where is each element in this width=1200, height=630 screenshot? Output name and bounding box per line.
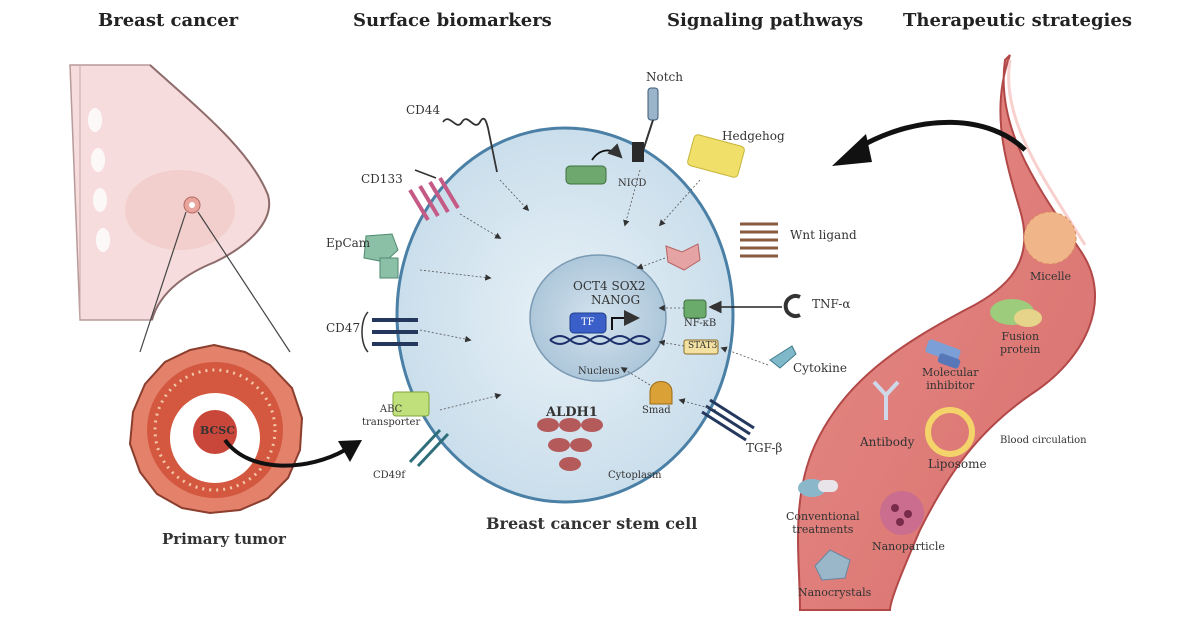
nucleus-factors-line2: NANOG bbox=[591, 293, 641, 307]
liposome-label: Liposome bbox=[928, 457, 987, 471]
cytokine-label: Cytokine bbox=[793, 361, 847, 375]
nanoparticle-label: Nanoparticle bbox=[872, 540, 945, 553]
stat3-label: STAT3 bbox=[688, 341, 718, 351]
cytokine-icon bbox=[769, 345, 797, 369]
notch-label: Notch bbox=[646, 70, 683, 84]
tgf-receptor bbox=[701, 398, 755, 442]
header-surface-biomarkers: Surface biomarkers bbox=[353, 10, 552, 31]
cd49f-receptor bbox=[408, 428, 450, 468]
micelle-icon bbox=[1023, 211, 1077, 265]
molecular-line1: Molecular bbox=[922, 366, 979, 379]
header-signaling-pathways: Signaling pathways bbox=[667, 10, 864, 31]
abc-transporter bbox=[392, 391, 430, 417]
wnt-label: Wnt ligand bbox=[790, 228, 857, 242]
conv-line1: Conventional bbox=[786, 510, 860, 523]
cd44-receptor bbox=[442, 117, 498, 173]
hedgehog-ligand bbox=[687, 134, 745, 178]
cd133-label: CD133 bbox=[361, 172, 403, 186]
nanocrystals-icon bbox=[814, 549, 851, 581]
cytoplasm-label: Cytoplasm bbox=[608, 470, 662, 481]
nicd-icon bbox=[565, 143, 623, 185]
fusion-line1: Fusion bbox=[1001, 330, 1040, 343]
nanoparticle-icon bbox=[880, 491, 924, 535]
aldh1-icons bbox=[537, 418, 603, 471]
notch-receptor bbox=[632, 87, 659, 162]
epcam-receptor bbox=[363, 233, 399, 279]
tf-box bbox=[569, 312, 607, 334]
cd133-receptor bbox=[408, 169, 460, 222]
cd47-receptor bbox=[361, 311, 418, 353]
tgf-label: TGF-β bbox=[746, 441, 783, 455]
cd47-label: CD47 bbox=[326, 321, 361, 335]
nanocrystals-label: Nanocrystals bbox=[798, 586, 872, 599]
blood-circulation-label: Blood circulation bbox=[1000, 435, 1087, 446]
header-breast-cancer: Breast cancer bbox=[98, 10, 239, 31]
therapy-to-cell-arrow bbox=[856, 119, 1027, 152]
primary-tumor-caption: Primary tumor bbox=[162, 530, 286, 548]
stat3-icon bbox=[683, 339, 719, 355]
nucleus-factors-line1: OCT4 SOX2 bbox=[573, 279, 646, 293]
nucleus-label: Nucleus bbox=[578, 366, 620, 377]
nfkb-icon bbox=[683, 299, 707, 319]
molecular-inhibitor-label: Molecular inhibitor bbox=[922, 366, 979, 392]
tumor-to-cell-arrow bbox=[223, 438, 346, 468]
tnf-receptor bbox=[783, 294, 801, 318]
abc-line2: transporter bbox=[362, 417, 421, 428]
molecular-line2: inhibitor bbox=[926, 379, 975, 392]
cd49f-label: CD49f bbox=[373, 470, 406, 481]
nicd-label: NICD bbox=[618, 178, 647, 189]
tnf-label: TNF-α bbox=[812, 297, 851, 311]
stem-cell-caption: Breast cancer stem cell bbox=[486, 514, 698, 533]
dna-helix bbox=[549, 335, 651, 345]
antibody-icon bbox=[872, 380, 900, 420]
breast-illustration bbox=[69, 64, 291, 353]
fusion-protein-icon bbox=[990, 299, 1042, 327]
conventional-treatments-label: Conventional treatments bbox=[786, 510, 860, 536]
smad-label: Smad bbox=[642, 405, 671, 416]
nfkb-label: NF-κB bbox=[684, 318, 717, 329]
abc-transporter-label: ABC transporter bbox=[362, 403, 420, 429]
hedgehog-label: Hedgehog bbox=[722, 129, 785, 143]
conventional-treatments-icon bbox=[798, 479, 838, 497]
beta-catenin-icon bbox=[665, 243, 701, 271]
wnt-receptor bbox=[740, 222, 778, 258]
fusion-protein-label: Fusion protein bbox=[1000, 330, 1040, 356]
fusion-line2: protein bbox=[1000, 343, 1041, 356]
liposome-icon bbox=[925, 407, 975, 457]
bcsc-label: BCSC bbox=[200, 424, 235, 437]
header-therapeutic-strategies: Therapeutic strategies bbox=[903, 10, 1132, 31]
antibody-label: Antibody bbox=[860, 435, 915, 449]
micelle-label: Micelle bbox=[1030, 270, 1071, 283]
cd44-label: CD44 bbox=[406, 103, 441, 117]
tf-label: TF bbox=[581, 317, 595, 328]
epcam-label: EpCam bbox=[326, 236, 371, 250]
smad-icon bbox=[649, 381, 673, 405]
abc-line1: ABC bbox=[379, 404, 403, 415]
primary-tumor bbox=[128, 343, 304, 515]
molecular-inhibitor-icon bbox=[925, 339, 961, 369]
aldh1-label: ALDH1 bbox=[546, 405, 598, 420]
conv-line2: treatments bbox=[792, 523, 854, 536]
